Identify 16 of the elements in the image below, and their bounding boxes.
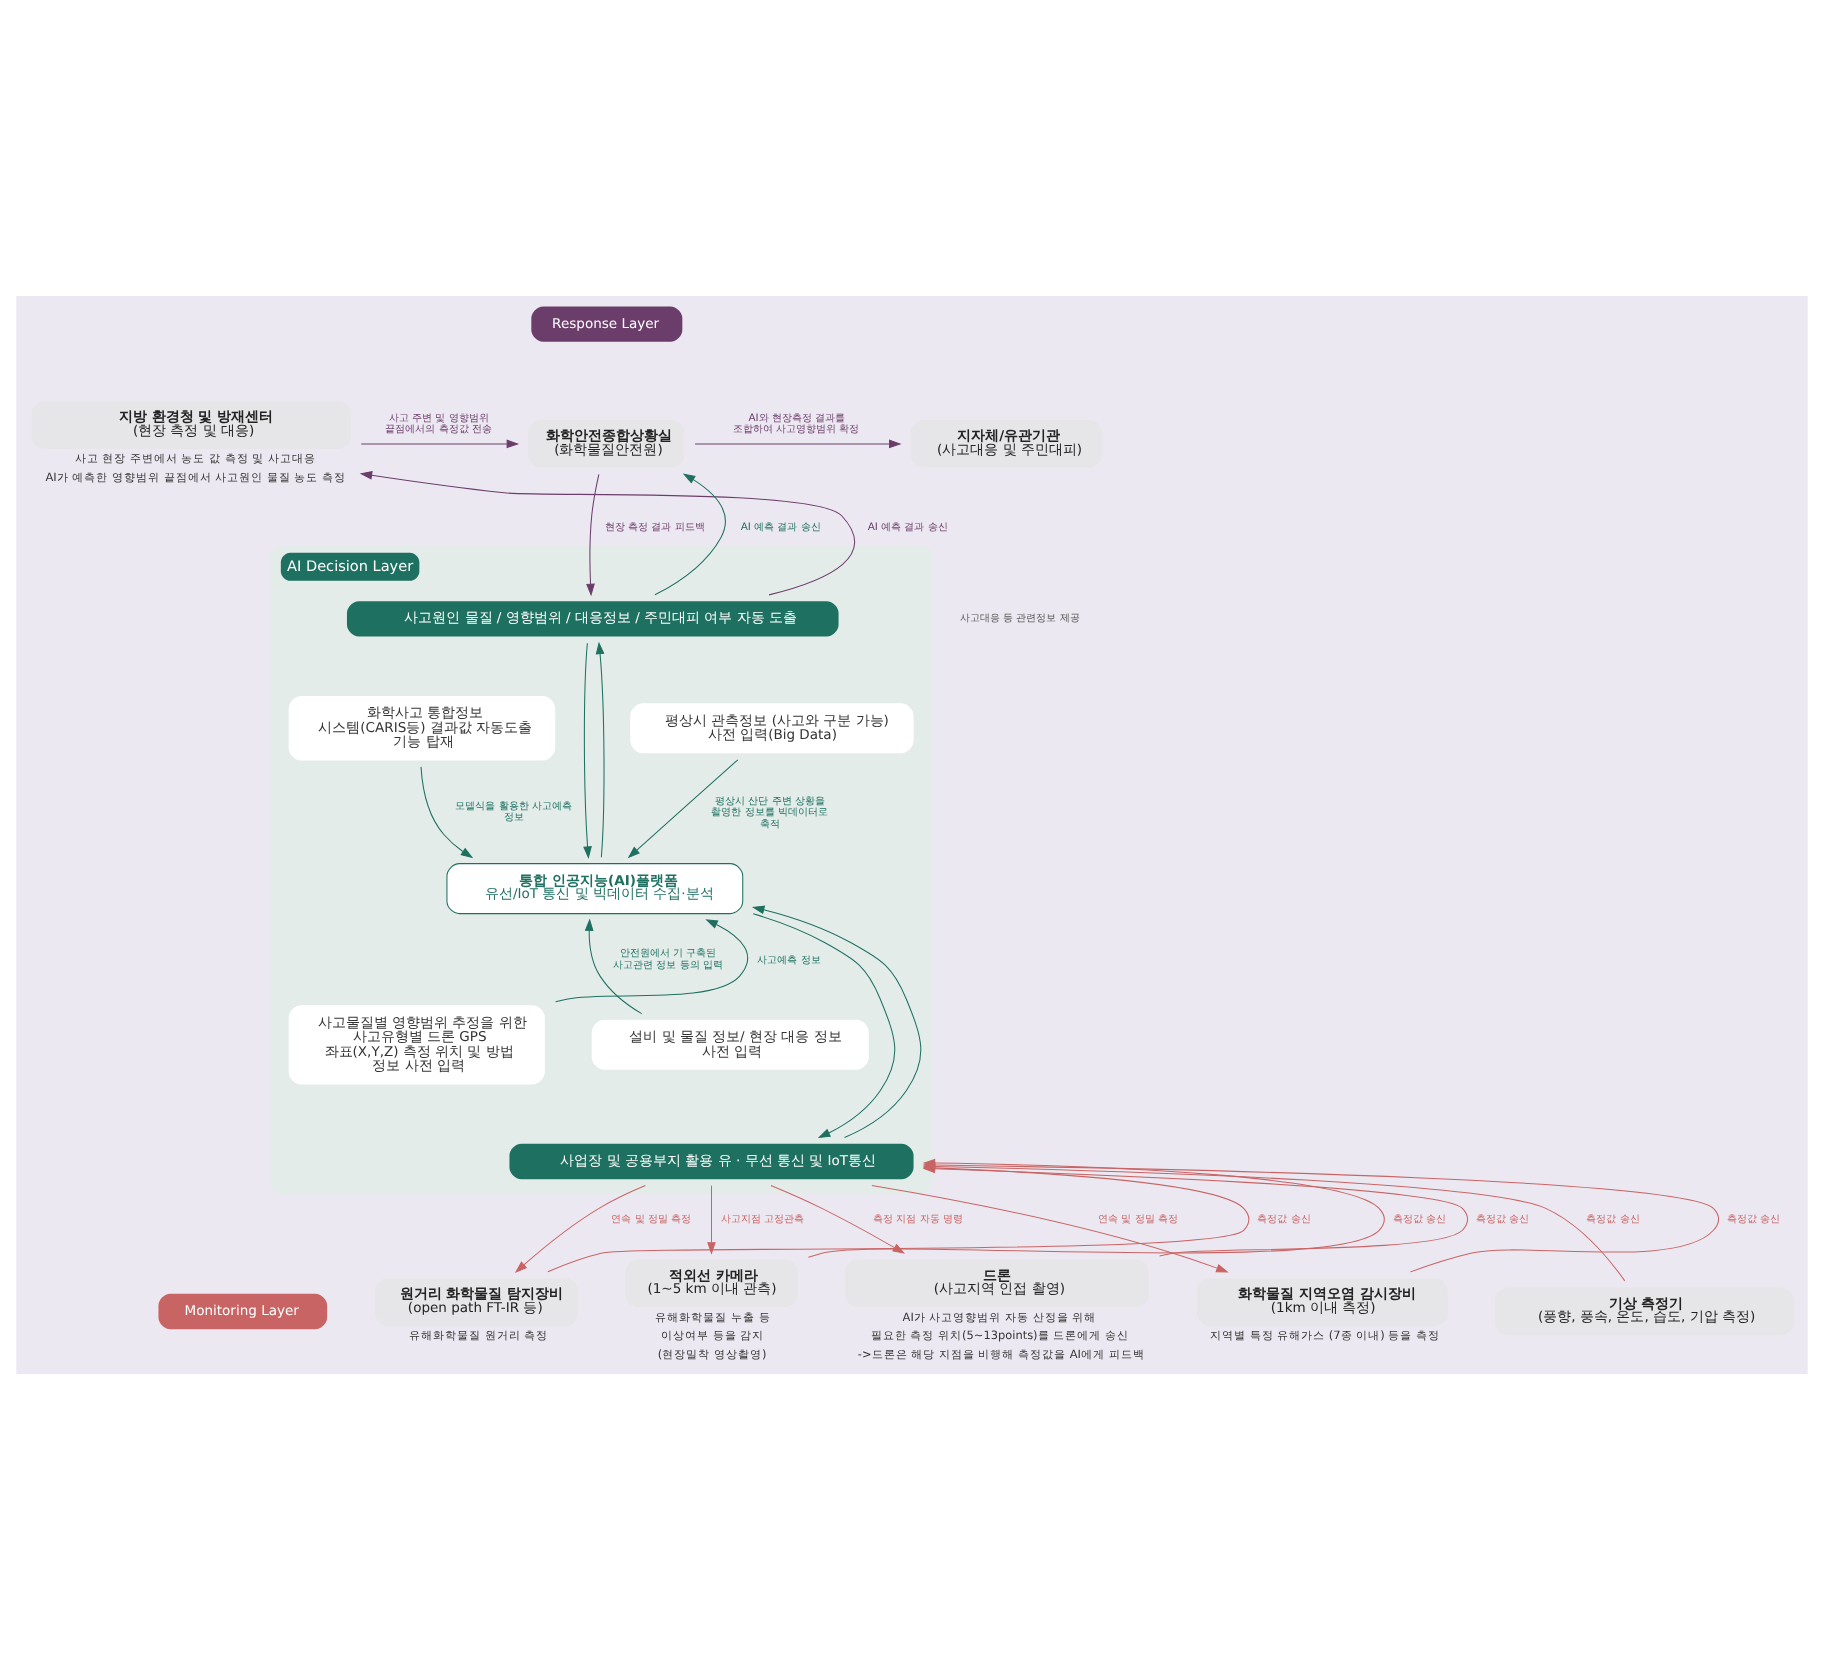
arrow bbox=[595, 640, 605, 857]
arrow bbox=[514, 1184, 646, 1272]
arrow bbox=[751, 904, 922, 1137]
arrow bbox=[707, 1184, 716, 1254]
arrow bbox=[654, 472, 726, 595]
arrow bbox=[871, 1183, 1229, 1272]
arrow bbox=[359, 469, 856, 595]
arrow bbox=[627, 758, 739, 858]
arrow bbox=[420, 765, 474, 858]
arrow bbox=[584, 917, 643, 1014]
arrow bbox=[360, 438, 520, 448]
arrow bbox=[555, 918, 749, 1002]
arrow bbox=[694, 438, 902, 448]
arrow bbox=[752, 912, 896, 1138]
arrow bbox=[586, 472, 600, 596]
arrow bbox=[583, 641, 592, 858]
